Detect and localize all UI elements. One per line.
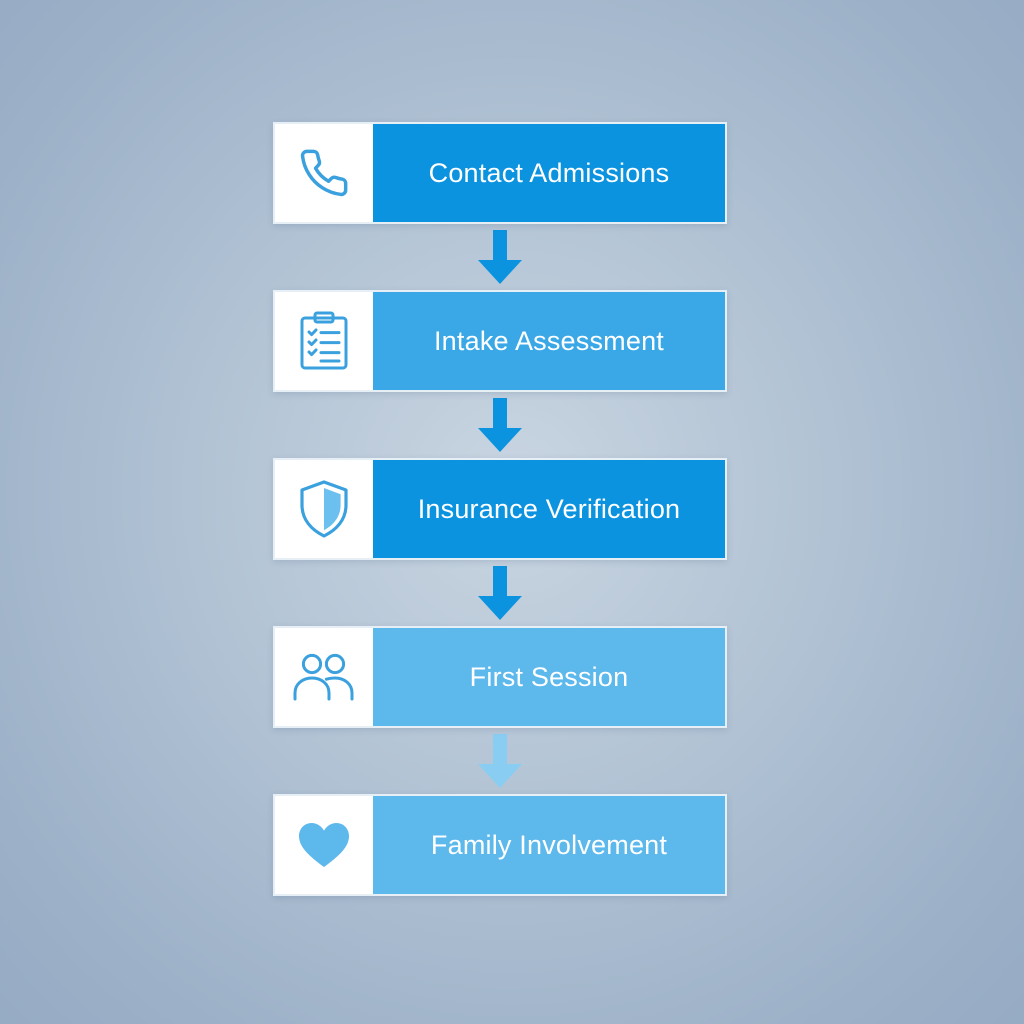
arrow-down-icon	[478, 566, 522, 620]
step-label-box: Intake Assessment	[373, 292, 725, 390]
step-label: First Session	[469, 661, 629, 692]
step-insurance-verification: Insurance Verification	[273, 458, 727, 560]
step-intake-assessment: Intake Assessment	[273, 290, 727, 392]
step-icon-box	[275, 292, 373, 390]
step-icon-box	[275, 124, 373, 222]
step-label-box: Contact Admissions	[373, 124, 725, 222]
step-icon-box	[275, 460, 373, 558]
step-label: Contact Admissions	[428, 157, 670, 188]
flow-arrow	[273, 728, 727, 794]
step-label: Family Involvement	[430, 829, 668, 860]
phone-icon	[300, 149, 348, 197]
step-first-session: First Session	[273, 626, 727, 728]
step-family-involvement: Family Involvement	[273, 794, 727, 896]
step-label-box: First Session	[373, 628, 725, 726]
step-label-box: Family Involvement	[373, 796, 725, 894]
arrow-down-icon	[478, 230, 522, 284]
process-flow: Contact Admissions Intake Assessment	[273, 122, 727, 896]
arrow-down-icon	[478, 398, 522, 452]
step-icon-box	[275, 628, 373, 726]
flow-arrow	[273, 560, 727, 626]
arrow-down-icon	[478, 734, 522, 788]
shield-icon	[300, 480, 348, 538]
flow-arrow	[273, 224, 727, 290]
step-label: Insurance Verification	[417, 493, 681, 524]
flow-arrow	[273, 392, 727, 458]
clipboard-checklist-icon	[300, 311, 348, 370]
step-icon-box	[275, 796, 373, 894]
heart-icon	[299, 823, 349, 867]
step-label: Intake Assessment	[433, 325, 664, 356]
step-label-box: Insurance Verification	[373, 460, 725, 558]
people-icon	[293, 653, 354, 701]
step-contact-admissions: Contact Admissions	[273, 122, 727, 224]
